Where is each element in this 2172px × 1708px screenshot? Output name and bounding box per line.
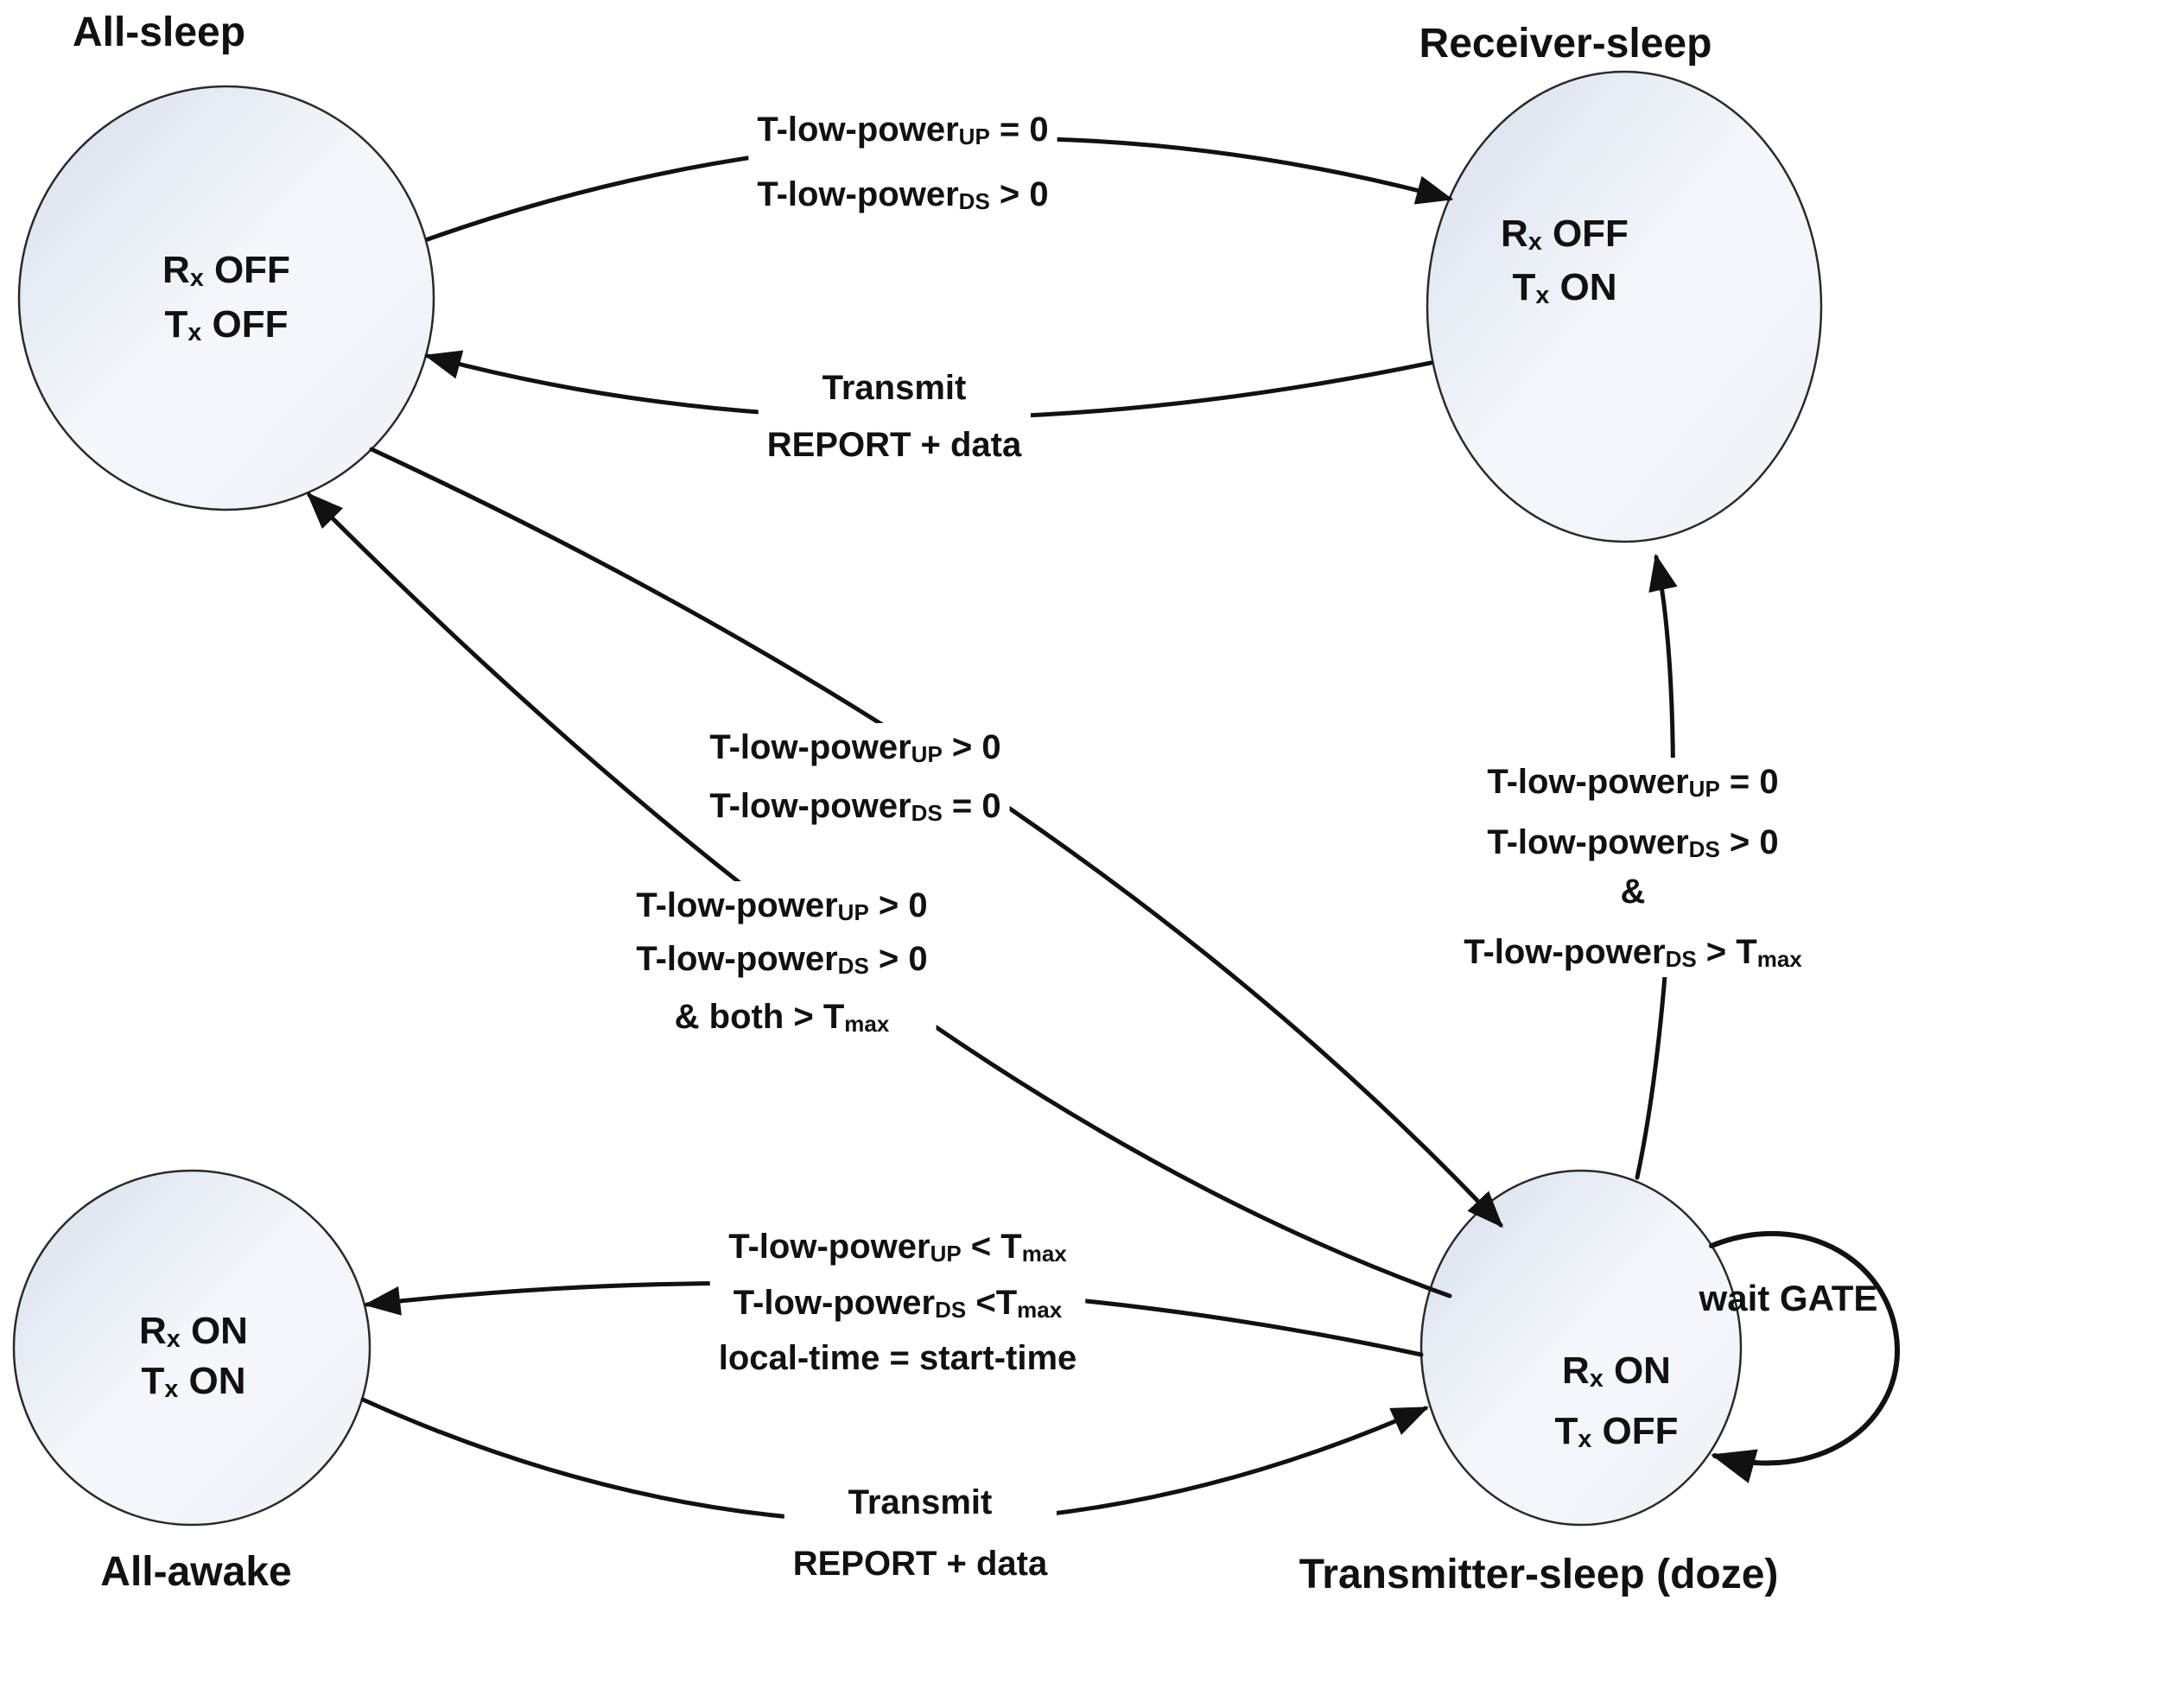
transition-label-all-sleep-to-receiver-sleep: T-low-powerUP = 0 T-low-powerDS > 0 [748, 105, 1057, 219]
label-background [784, 1478, 1057, 1588]
state-title-receiver-sleep: Receiver-sleep [1419, 21, 1712, 67]
label-line: Tx OFF [165, 303, 289, 346]
label-line: T-low-powerUP = 0 [1487, 763, 1778, 802]
transition-label-transmitter-sleep-to-receiver-sleep: T-low-powerUP = 0 T-low-powerDS > 0 & T-low… [1455, 758, 1812, 977]
label-line: Rx ON [1562, 1349, 1671, 1393]
label-background [627, 881, 937, 1042]
label-line: REPORT + data [767, 426, 1022, 464]
label-line: T-low-powerDS = 0 [709, 787, 1000, 826]
label-line: T-low-powerDS > 0 [636, 940, 927, 979]
label-line: Rx ON [139, 1310, 248, 1353]
transition-all-sleep-to-transmitter-sleep [369, 447, 1503, 1229]
state-text-all-awake: All-awake Rx ON Tx ON [100, 1310, 291, 1595]
state-title-all-awake: All-awake [100, 1549, 291, 1595]
label-line: Transmit [848, 1483, 993, 1521]
label-line: Tx OFF [1555, 1410, 1679, 1453]
state-transmitter-sleep [1419, 1169, 1743, 1527]
state-receiver-sleep [1426, 70, 1823, 543]
states-layer [12, 70, 1823, 1527]
label-line: T-low-powerUP > 0 [636, 886, 927, 925]
transition-transmitter-sleep-self-loop [1709, 1230, 1901, 1483]
label-line: Transmit [822, 369, 967, 407]
label-line: & both > Tmax [675, 998, 890, 1037]
label-line: REPORT + data [793, 1545, 1048, 1583]
label-background [758, 364, 1032, 469]
state-text-all-sleep: All-sleep Rx OFF Tx OFF [73, 10, 290, 346]
label-line: & [1621, 873, 1646, 911]
label-line: Tx ON [1512, 266, 1616, 309]
label-line: wait GATE [1699, 1278, 1878, 1318]
state-text-layer: All-sleep Rx OFF Tx OFF Receiver-sleep Rx OF… [73, 10, 1778, 1597]
state-all-sleep [17, 85, 435, 511]
state-text-transmitter-sleep: Transmitter-sleep (doze) Rx ON Tx OFF [1299, 1349, 1779, 1597]
label-line: T-low-powerUP > 0 [709, 728, 1000, 767]
label-line: T-low-powerUP < Tmax [728, 1228, 1067, 1267]
state-all-awake [12, 1169, 372, 1527]
label-background [701, 723, 1010, 831]
label-background [709, 1222, 1086, 1382]
label-line: T-low-powerUP = 0 [757, 111, 1048, 149]
label-line: Tx ON [141, 1360, 245, 1403]
state-title-all-sleep: All-sleep [73, 10, 245, 55]
label-background [1455, 758, 1812, 977]
label-line: Rx OFF [1501, 213, 1629, 256]
label-line: local-time = start-time [719, 1339, 1077, 1377]
transition-label-all-sleep-to-transmitter-sleep: T-low-powerUP > 0 T-low-powerDS = 0 [701, 723, 1010, 831]
state-text-receiver-sleep: Receiver-sleep Rx OFF Tx ON [1419, 21, 1712, 309]
state-title-transmitter-sleep: Transmitter-sleep (doze) [1299, 1552, 1779, 1597]
label-line: T-low-powerDS > Tmax [1464, 933, 1802, 972]
label-line: T-low-powerDS > 0 [1487, 823, 1778, 862]
label-background [748, 105, 1057, 219]
label-line: Rx OFF [162, 249, 290, 292]
label-line: T-low-powerDS <Tmax [734, 1284, 1063, 1323]
transition-labels-layer: T-low-powerUP = 0 T-low-powerDS > 0 Transm… [627, 105, 1877, 1588]
label-line: T-low-powerDS > 0 [757, 175, 1048, 214]
transition-label-transmitter-sleep-self-loop: wait GATE [1699, 1278, 1878, 1318]
transition-label-transmitter-sleep-to-all-sleep: T-low-powerUP > 0 T-low-powerDS > 0 & both… [627, 881, 937, 1042]
